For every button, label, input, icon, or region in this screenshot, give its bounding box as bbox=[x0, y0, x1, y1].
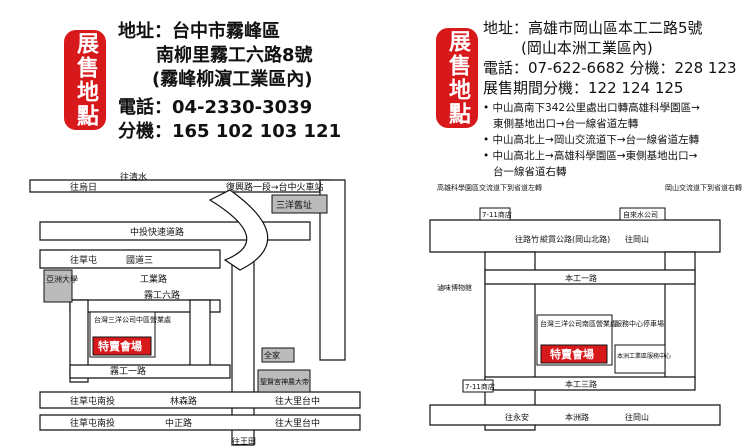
quanjia-box bbox=[261, 347, 295, 363]
right-map: 高雄科學園區交流道下到省道左轉 岡山交流道下到省道右轉 7-11商店 自來水公司… bbox=[429, 183, 742, 431]
label-to-yongan: 往永安 bbox=[505, 412, 529, 422]
road-benzhou bbox=[429, 404, 721, 426]
label-7-11-top: 7-11商店 bbox=[482, 210, 512, 219]
label-dali: 往大里台中 bbox=[275, 395, 320, 407]
label-company: 台灣三洋公司南區營業處 bbox=[540, 319, 617, 328]
label-caotun-nantou: 往草屯南投 bbox=[70, 395, 115, 407]
direction-line: 東側基地出口→台一線省道左轉 bbox=[493, 118, 639, 130]
sale-venue-box bbox=[540, 344, 608, 364]
label-old-site: 三洋舊址 bbox=[276, 199, 312, 211]
road-bengong1 bbox=[484, 269, 696, 285]
road-wugong2 bbox=[69, 299, 89, 383]
label-company: 台灣三洋公司中區營業處 bbox=[94, 315, 171, 324]
road-zhongzheng bbox=[39, 414, 361, 431]
label-zhongzheng: 中正路 bbox=[165, 417, 192, 429]
seven-eleven-top-box bbox=[479, 207, 511, 221]
service-center-box bbox=[614, 344, 666, 374]
sale-venue-box bbox=[92, 336, 152, 356]
label-linsen: 林森路 bbox=[170, 395, 197, 407]
label-science-park: 高雄科學園區交流道下到省道左轉 bbox=[437, 183, 542, 192]
old-site-box bbox=[271, 194, 328, 214]
address-line3: (霧峰柳濵工業區內) bbox=[152, 69, 313, 90]
label-benzhou: 本洲路 bbox=[565, 412, 589, 422]
asia-univ-box bbox=[43, 269, 73, 303]
road-wugong5 bbox=[189, 299, 211, 371]
road-guodao3 bbox=[39, 249, 221, 269]
direction-line: 台一線省道右轉 bbox=[493, 166, 567, 178]
label-7-11-bottom: 7-11商店 bbox=[465, 382, 495, 391]
label-industrial: 工業路 bbox=[140, 273, 167, 285]
direction-line: • 中山高北上→高雄科學園區→東側基地出口→ bbox=[483, 150, 698, 162]
label-to-gangshan-bottom: 往岡山 bbox=[625, 412, 649, 422]
label-quanjia: 全家 bbox=[264, 350, 280, 360]
phone-value: 04-2330-3039 bbox=[172, 97, 313, 118]
address-line1: 高雄市岡山區本工二路5號 bbox=[528, 19, 703, 37]
temple-box bbox=[257, 369, 311, 393]
label-to-gangshan: 往岡山 bbox=[625, 234, 649, 244]
label-gangshan-ic: 岡山交流道下到省道右轉 bbox=[665, 183, 742, 192]
label-water-company: 自來水公司 bbox=[623, 210, 658, 219]
label-zongguan: 縱貫公路(岡山北路) bbox=[540, 234, 610, 244]
road-curve bbox=[208, 189, 269, 271]
address-line1: 台中市霧峰區 bbox=[172, 21, 280, 42]
ext-value: 165 102 103 121 bbox=[172, 121, 342, 142]
ext-label: 分機： bbox=[118, 121, 172, 142]
location-badge-right: 展售地點 bbox=[436, 28, 478, 128]
label-service-center: 本洲工業區服務中心 bbox=[617, 352, 671, 360]
label-asia-univ: 亞洲大學 bbox=[46, 274, 78, 284]
label-sale-venue: 特賣會場 bbox=[550, 347, 594, 361]
label-bengong3: 本工三路 bbox=[565, 379, 597, 389]
label-fuxing: 復興路一段→台中火車站 bbox=[226, 181, 324, 193]
road-wenxin bbox=[319, 179, 346, 361]
phone-label: 電話： bbox=[118, 97, 172, 118]
label-wangtian: 往王田 bbox=[232, 436, 256, 446]
label-zhongtou: 中投快速道路 bbox=[130, 226, 184, 238]
address-line2: (岡山本洲工業區內) bbox=[521, 39, 653, 57]
direction-line: • 中山高南下342公里處出口轉高雄科學園區→ bbox=[483, 102, 700, 114]
address-line2: 南柳里霧工六路8號 bbox=[156, 45, 313, 66]
location-badge-left: 展售地點 bbox=[64, 30, 106, 130]
road-wugong1 bbox=[69, 364, 231, 379]
label-caotun-top: 往草屯 bbox=[70, 254, 97, 266]
address-label: 地址： bbox=[118, 21, 172, 42]
seven-eleven-bottom-box bbox=[462, 379, 494, 393]
label-dali-bottom: 往大里台中 bbox=[275, 417, 320, 429]
phone-value: 07-622-6682 分機：228 123 bbox=[528, 59, 737, 77]
label-museum: 滷味博物館 bbox=[437, 283, 472, 292]
right-info: 地址：高雄市岡山區本工二路5號 (岡山本洲工業區內) 電話：07-622-668… bbox=[483, 18, 737, 180]
label-sale-venue: 特賣會場 bbox=[98, 339, 142, 353]
phone-label: 電話： bbox=[483, 59, 529, 77]
label-wugong1: 霧工一路 bbox=[110, 365, 146, 377]
label-service-parking: 服務中心停車場 bbox=[615, 319, 664, 328]
label-wuri: 往烏日 bbox=[70, 181, 97, 193]
label-guodao3: 國道三 bbox=[126, 254, 153, 266]
label-qingshui: 往清水 bbox=[120, 171, 147, 183]
water-company-box bbox=[619, 207, 666, 221]
direction-line: • 中山高北上→岡山交流道下→台一線省道左轉 bbox=[483, 134, 700, 146]
period-ext-value: 122 124 125 bbox=[588, 79, 684, 97]
label-temple: 聖賢宮神農大帝 bbox=[260, 377, 309, 386]
label-bengong1: 本工一路 bbox=[565, 273, 597, 283]
label-wugong6: 霧工六路 bbox=[144, 289, 180, 301]
left-info: 地址：台中市霧峰區 南柳里霧工六路8號 (霧峰柳濵工業區內) 電話：04-233… bbox=[118, 20, 341, 144]
address-label: 地址： bbox=[483, 19, 529, 37]
road-linsen bbox=[39, 391, 361, 409]
label-to-luzhu: 往路竹 bbox=[515, 234, 539, 244]
label-caotun-bottom: 往草屯南投 bbox=[70, 417, 115, 429]
period-ext-label: 展售期間分機： bbox=[483, 79, 589, 97]
left-map: 往烏日 往清水 復興路一段→台中火車站 三洋舊址 中投快速道路 往草屯 國道三 … bbox=[29, 171, 361, 446]
